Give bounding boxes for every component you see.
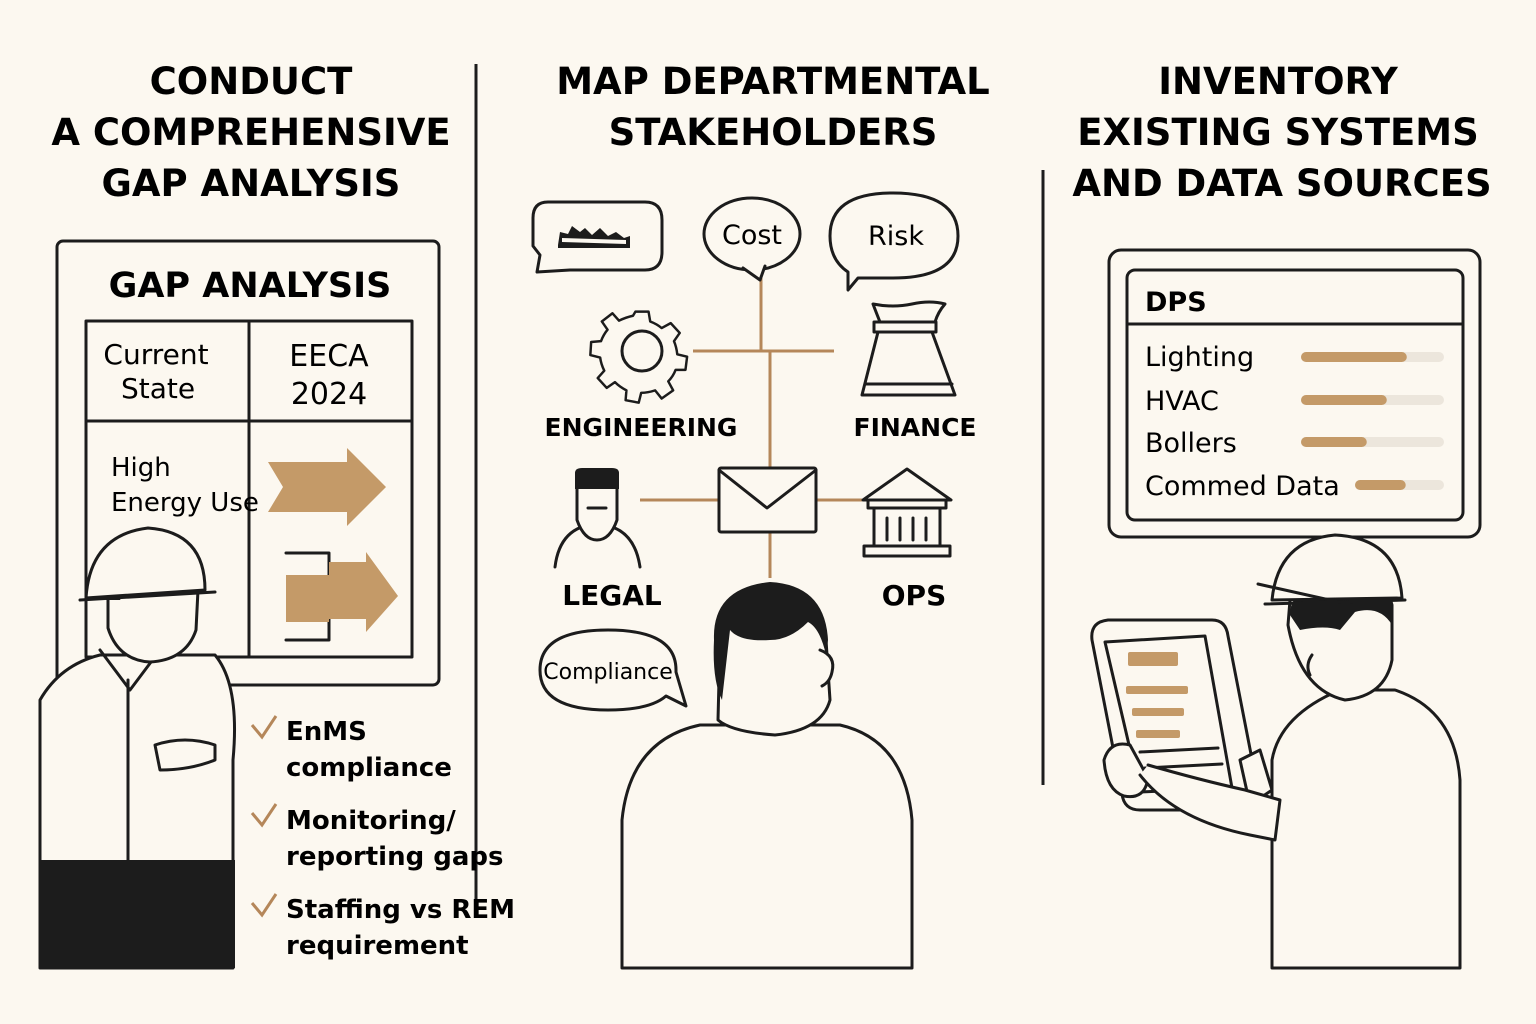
level-bar-fill [1301, 395, 1387, 405]
check-item-3-line2: requirement [286, 931, 469, 961]
envelope-icon [717, 466, 818, 534]
bubble-risk-label: Risk [868, 221, 924, 252]
check-item-1-line2: compliance [286, 753, 452, 783]
system-label-lighting: Lighting [1145, 342, 1254, 373]
check-icon [250, 803, 278, 828]
check-item-2-line2: reporting gaps [286, 842, 504, 872]
col-header-current: Current [103, 338, 208, 371]
check-item-1-line1: EnMS [286, 717, 367, 747]
worker-with-hardhat [38, 526, 236, 970]
check-item-2-line1: Monitoring/ [286, 806, 456, 836]
check-icon [250, 893, 278, 918]
panel2-title-line1: MAP DEPARTMENTAL [556, 60, 990, 103]
screen-title: DPS [1145, 287, 1207, 318]
panel2-title-line2: STAKEHOLDERS [609, 111, 938, 154]
money-bag-icon [860, 300, 957, 397]
speech-bubble-image [531, 200, 664, 274]
panel-inventory: INVENTORY EXISTING SYSTEMS AND DATA SOUR… [1072, 60, 1492, 970]
speech-bubble-compliance: Compliance [538, 628, 688, 712]
dept-legal-label: LEGAL [562, 579, 662, 612]
person-icon [553, 468, 642, 569]
checklist: EnMS compliance Monitoring/ reporting ga… [250, 715, 515, 961]
dept-finance-label: FINANCE [854, 413, 977, 442]
panel-gap-analysis: CONDUCT A COMPREHENSIVE GAP ANALYSIS GAP… [38, 60, 515, 970]
gear-icon [589, 310, 689, 404]
building-icon [861, 467, 953, 558]
speech-bubble-risk: Risk [828, 191, 960, 292]
arrow-shape [268, 448, 386, 526]
system-label-commed: Commed Data [1145, 471, 1340, 502]
system-level-bars [1301, 352, 1444, 490]
stakeholder-connectors [640, 268, 862, 578]
system-label-bollers: Bollers [1145, 428, 1237, 459]
panel1-title-line2: A COMPREHENSIVE [51, 111, 450, 154]
panel3-title-line3: AND DATA SOURCES [1072, 162, 1491, 205]
gap-table: Current State EECA 2024 High Energy Use [84, 319, 414, 659]
speech-bubble-cost: Cost [702, 196, 802, 282]
level-bar-fill [1355, 480, 1406, 490]
dept-engineering-label: ENGINEERING [545, 413, 738, 442]
level-bar-fill [1301, 437, 1367, 447]
stakeholder-person [620, 582, 914, 970]
system-dashboard-screen: DPS Lighting HVAC Bollers Commed Data [1107, 248, 1482, 539]
level-bar-fill [1301, 352, 1407, 362]
col-header-target-2: 2024 [291, 377, 367, 412]
check-icon [250, 715, 278, 740]
bubble-compliance-label: Compliance [543, 660, 673, 685]
row-label-high: High [111, 453, 171, 483]
row-label-energy: Energy Use [111, 488, 259, 518]
system-label-hvac: HVAC [1145, 386, 1219, 417]
bubble-cost-label: Cost [722, 220, 782, 251]
dept-ops-label: OPS [882, 579, 947, 612]
check-item-3-line1: Staffing vs REM [286, 895, 515, 925]
panel3-title-line1: INVENTORY [1158, 60, 1399, 103]
panel-stakeholders: MAP DEPARTMENTAL STAKEHOLDERS Cost Risk [531, 60, 990, 970]
panel1-title-line3: GAP ANALYSIS [102, 162, 401, 205]
col-header-target: EECA [289, 339, 369, 374]
arrow-shape-2 [286, 552, 398, 632]
panel3-title-line2: EXISTING SYSTEMS [1077, 111, 1479, 154]
worker-with-tablet [1090, 533, 1462, 970]
col-header-current-2: State [121, 372, 195, 405]
panel1-title-line1: CONDUCT [150, 60, 353, 103]
board-title: GAP ANALYSIS [109, 266, 392, 306]
